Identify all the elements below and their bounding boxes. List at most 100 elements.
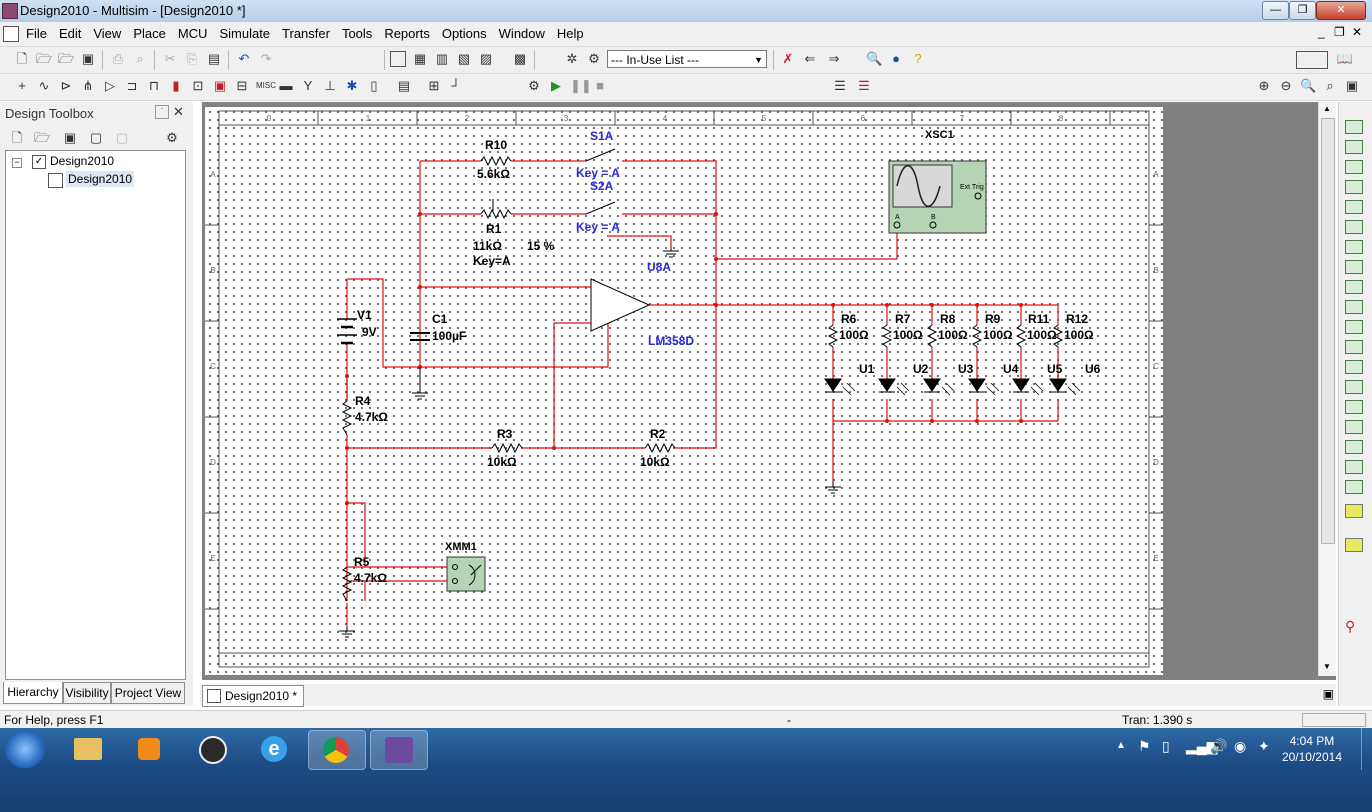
zoom-in-icon[interactable]: ⊕: [1258, 78, 1270, 93]
zoom-out-icon[interactable]: ⊖: [1280, 78, 1292, 93]
copy-icon[interactable]: ⎘: [186, 51, 198, 66]
zoom-search-icon[interactable]: 🔍: [866, 51, 883, 66]
place-wire-icon[interactable]: ┘: [451, 78, 461, 93]
place-electromechanical-icon[interactable]: ⊥: [324, 78, 336, 93]
place-mcu-icon[interactable]: ▯: [370, 78, 378, 93]
document-icon[interactable]: [3, 26, 19, 42]
multisim-task[interactable]: [370, 730, 428, 770]
run-simulation-icon[interactable]: ▶: [551, 78, 561, 93]
place-analog-icon[interactable]: ▷: [105, 78, 115, 93]
new-sheet-icon[interactable]: ▢: [89, 130, 103, 145]
spectrum-analyzer-icon[interactable]: [1345, 360, 1363, 374]
menu-place[interactable]: Place: [133, 26, 166, 41]
mdi-close-icon[interactable]: ✕: [1352, 25, 1363, 39]
tektronix-oscilloscope-icon[interactable]: [1345, 460, 1363, 474]
distortion-analyzer-icon[interactable]: [1345, 340, 1363, 354]
four-channel-oscilloscope-icon[interactable]: [1345, 200, 1363, 214]
agilent-multimeter-icon[interactable]: [1345, 420, 1363, 434]
new-design-icon[interactable]: 🗋: [11, 130, 23, 145]
multimeter-instrument-icon[interactable]: [1345, 120, 1363, 134]
tab-project-view[interactable]: Project View: [111, 682, 185, 704]
close-toolbox-icon[interactable]: ✕: [173, 104, 184, 119]
zoom-fit-icon[interactable]: ⌕: [1326, 78, 1334, 93]
collapse-icon[interactable]: −: [12, 158, 22, 168]
in-use-list-dropdown[interactable]: --- In-Use List ---▼: [607, 50, 767, 68]
menu-transfer[interactable]: Transfer: [282, 26, 330, 41]
spreadsheet-icon[interactable]: ▦: [413, 51, 427, 66]
forward-annotate-icon[interactable]: ⇒: [828, 51, 840, 66]
full-screen-icon[interactable]: ▣: [1345, 78, 1359, 93]
menu-view[interactable]: View: [93, 26, 122, 41]
erc-icon[interactable]: ✗: [782, 51, 794, 66]
component-icon[interactable]: ▧: [457, 51, 471, 66]
toggle-toolbox-icon[interactable]: [390, 51, 406, 67]
iv-analyzer-icon[interactable]: [1345, 320, 1363, 334]
grapher-icon[interactable]: ▨: [479, 51, 493, 66]
place-misc-icon[interactable]: MISC: [256, 81, 276, 90]
menu-help[interactable]: Help: [556, 26, 584, 41]
explorer-task[interactable]: [60, 730, 116, 768]
antivirus-icon[interactable]: ✦: [1258, 738, 1270, 754]
scroll-up-icon[interactable]: ▲: [1323, 104, 1331, 113]
zoom-area-icon[interactable]: 🔍: [1300, 78, 1317, 93]
volume-icon[interactable]: 🔊: [1210, 738, 1228, 754]
place-source-icon[interactable]: +: [18, 78, 26, 93]
scroll-thumb[interactable]: [1321, 118, 1335, 544]
component-wizard-icon[interactable]: ✲: [566, 51, 578, 66]
chrome-task[interactable]: [308, 730, 366, 770]
signal-icon[interactable]: ▂▄▆: [1186, 738, 1218, 754]
place-misc-digital-icon[interactable]: ▮: [172, 78, 180, 93]
tree-item-child[interactable]: Design2010: [66, 171, 135, 187]
multisim-app-icon[interactable]: [2, 3, 18, 19]
logic-analyzer-icon[interactable]: [1345, 280, 1363, 294]
labview-instrument-icon[interactable]: [1345, 480, 1363, 494]
place-indicator-icon[interactable]: ▣: [213, 78, 227, 93]
simulation-settings-icon[interactable]: ⚙: [528, 78, 540, 93]
ni-elvis-icon[interactable]: [1345, 538, 1363, 552]
menu-reports[interactable]: Reports: [384, 26, 430, 41]
tray-expand-icon[interactable]: ▲: [1116, 740, 1126, 751]
probe-list-icon[interactable]: ☰: [834, 78, 846, 93]
place-mixed-icon[interactable]: ⊡: [192, 78, 204, 93]
database-manager-icon[interactable]: ⚙: [588, 51, 600, 66]
delete-sheet-icon[interactable]: ▢: [115, 130, 129, 145]
save-icon[interactable]: ▣: [81, 51, 95, 66]
menu-window[interactable]: Window: [498, 26, 545, 41]
clock-app-task[interactable]: [184, 730, 240, 768]
agilent-generator-icon[interactable]: [1345, 400, 1363, 414]
menu-mcu[interactable]: MCU: [177, 26, 208, 41]
design-settings-icon[interactable]: ⚙: [166, 130, 178, 145]
place-rf-icon[interactable]: Y: [303, 78, 313, 93]
media-player-task[interactable]: [122, 730, 178, 768]
maximize-button[interactable]: ❐: [1289, 1, 1316, 20]
wattmeter-icon[interactable]: [1345, 160, 1363, 174]
place-power-icon[interactable]: ⊟: [236, 78, 248, 93]
function-generator-icon[interactable]: [1345, 140, 1363, 154]
current-probe-icon[interactable]: ⚲: [1345, 618, 1356, 634]
open-sample-icon[interactable]: 🗁: [58, 51, 75, 66]
vertical-scrollbar[interactable]: ▲ ▼: [1318, 102, 1336, 676]
network-analyzer-icon[interactable]: [1345, 380, 1363, 394]
menu-edit[interactable]: Edit: [58, 26, 82, 41]
scroll-down-icon[interactable]: ▼: [1323, 662, 1331, 671]
minimize-button[interactable]: —: [1262, 1, 1289, 20]
undo-icon[interactable]: ↶: [238, 51, 250, 66]
stop-simulation-icon[interactable]: ■: [596, 78, 604, 93]
agilent-oscilloscope-icon[interactable]: [1345, 440, 1363, 454]
place-ttl-icon[interactable]: ⊐: [126, 78, 138, 93]
close-button[interactable]: ✕: [1316, 1, 1366, 20]
education-web-icon[interactable]: ●: [892, 51, 900, 66]
tab-visibility[interactable]: Visibility: [63, 682, 111, 704]
mdi-restore-icon[interactable]: ❐: [1334, 25, 1345, 39]
postprocessor-icon[interactable]: ▩: [513, 51, 527, 66]
back-annotate-icon[interactable]: ⇐: [804, 51, 816, 66]
show-desktop-button[interactable]: [1361, 728, 1372, 770]
place-bus-icon[interactable]: ⊞: [428, 78, 440, 93]
logic-converter-icon[interactable]: [1345, 300, 1363, 314]
help-icon[interactable]: ?: [914, 51, 922, 66]
print-icon[interactable]: ⎙: [112, 51, 124, 66]
network-icon[interactable]: ◉: [1234, 738, 1247, 754]
menu-file[interactable]: File: [26, 26, 47, 41]
menu-tools[interactable]: Tools: [341, 26, 373, 41]
place-transistor-icon[interactable]: ⋔: [82, 78, 94, 93]
